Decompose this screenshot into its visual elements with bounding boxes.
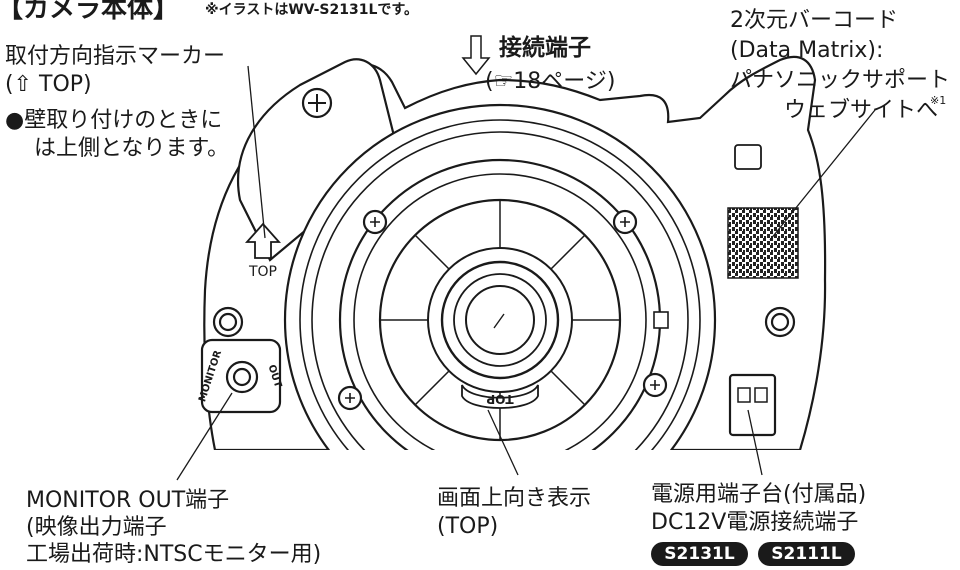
top-tab [461,384,539,409]
power-line1: 電源用端子台(付属品) [651,482,867,507]
barcode-line4: ウェブサイトへ [784,98,939,123]
monitor-line1: MONITOR OUT端子 [26,488,230,513]
connector-arrow-icon [461,35,491,76]
monitor-line2: (映像出力端子 [26,515,167,540]
top-marker-arrow-icon [244,222,282,259]
barcode-line3: パナソニックサポート [730,68,951,93]
marker-top-label: TOP [248,264,277,280]
top-display-line2: (TOP) [437,514,499,539]
marker-sub: (⇧ TOP) [5,72,92,97]
barcode-line1: 2次元バーコード [730,8,898,33]
monitor-line3: 工場出荷時:NTSCモニター用) [26,542,322,567]
model-badge-s2111l: S2111L [758,542,855,566]
leader-monitor [176,392,233,481]
leader-barcode [769,109,876,241]
model-badge-s2131l: S2131L [651,542,748,566]
power-terminal-block [728,373,777,437]
top-display-line1: 画面上向き表示 [437,486,592,511]
illustration-note: ※イラストはWV-S2131Lです。 [205,2,418,18]
marker-note-line2: は上側となります。 [34,136,230,161]
marker-note-line1: ●壁取り付けのときに [5,108,223,133]
page-title: 【カメラ本体】 [0,0,180,24]
leader-marker [247,65,266,239]
barcode-line2: (Data Matrix): [730,38,884,63]
connector-title: 接続端子 [499,35,591,61]
marker-title: 取付方向指示マーカー [5,44,226,69]
mount-ear-left [237,58,397,262]
leader-power [747,409,763,476]
lens-top-label: TOP [486,392,513,406]
connector-ref: (☞18ページ) [485,69,616,94]
power-line2: DC12V電源接続端子 [651,510,859,535]
leader-top [487,409,519,476]
barcode-footnote: ※1 [930,94,947,107]
